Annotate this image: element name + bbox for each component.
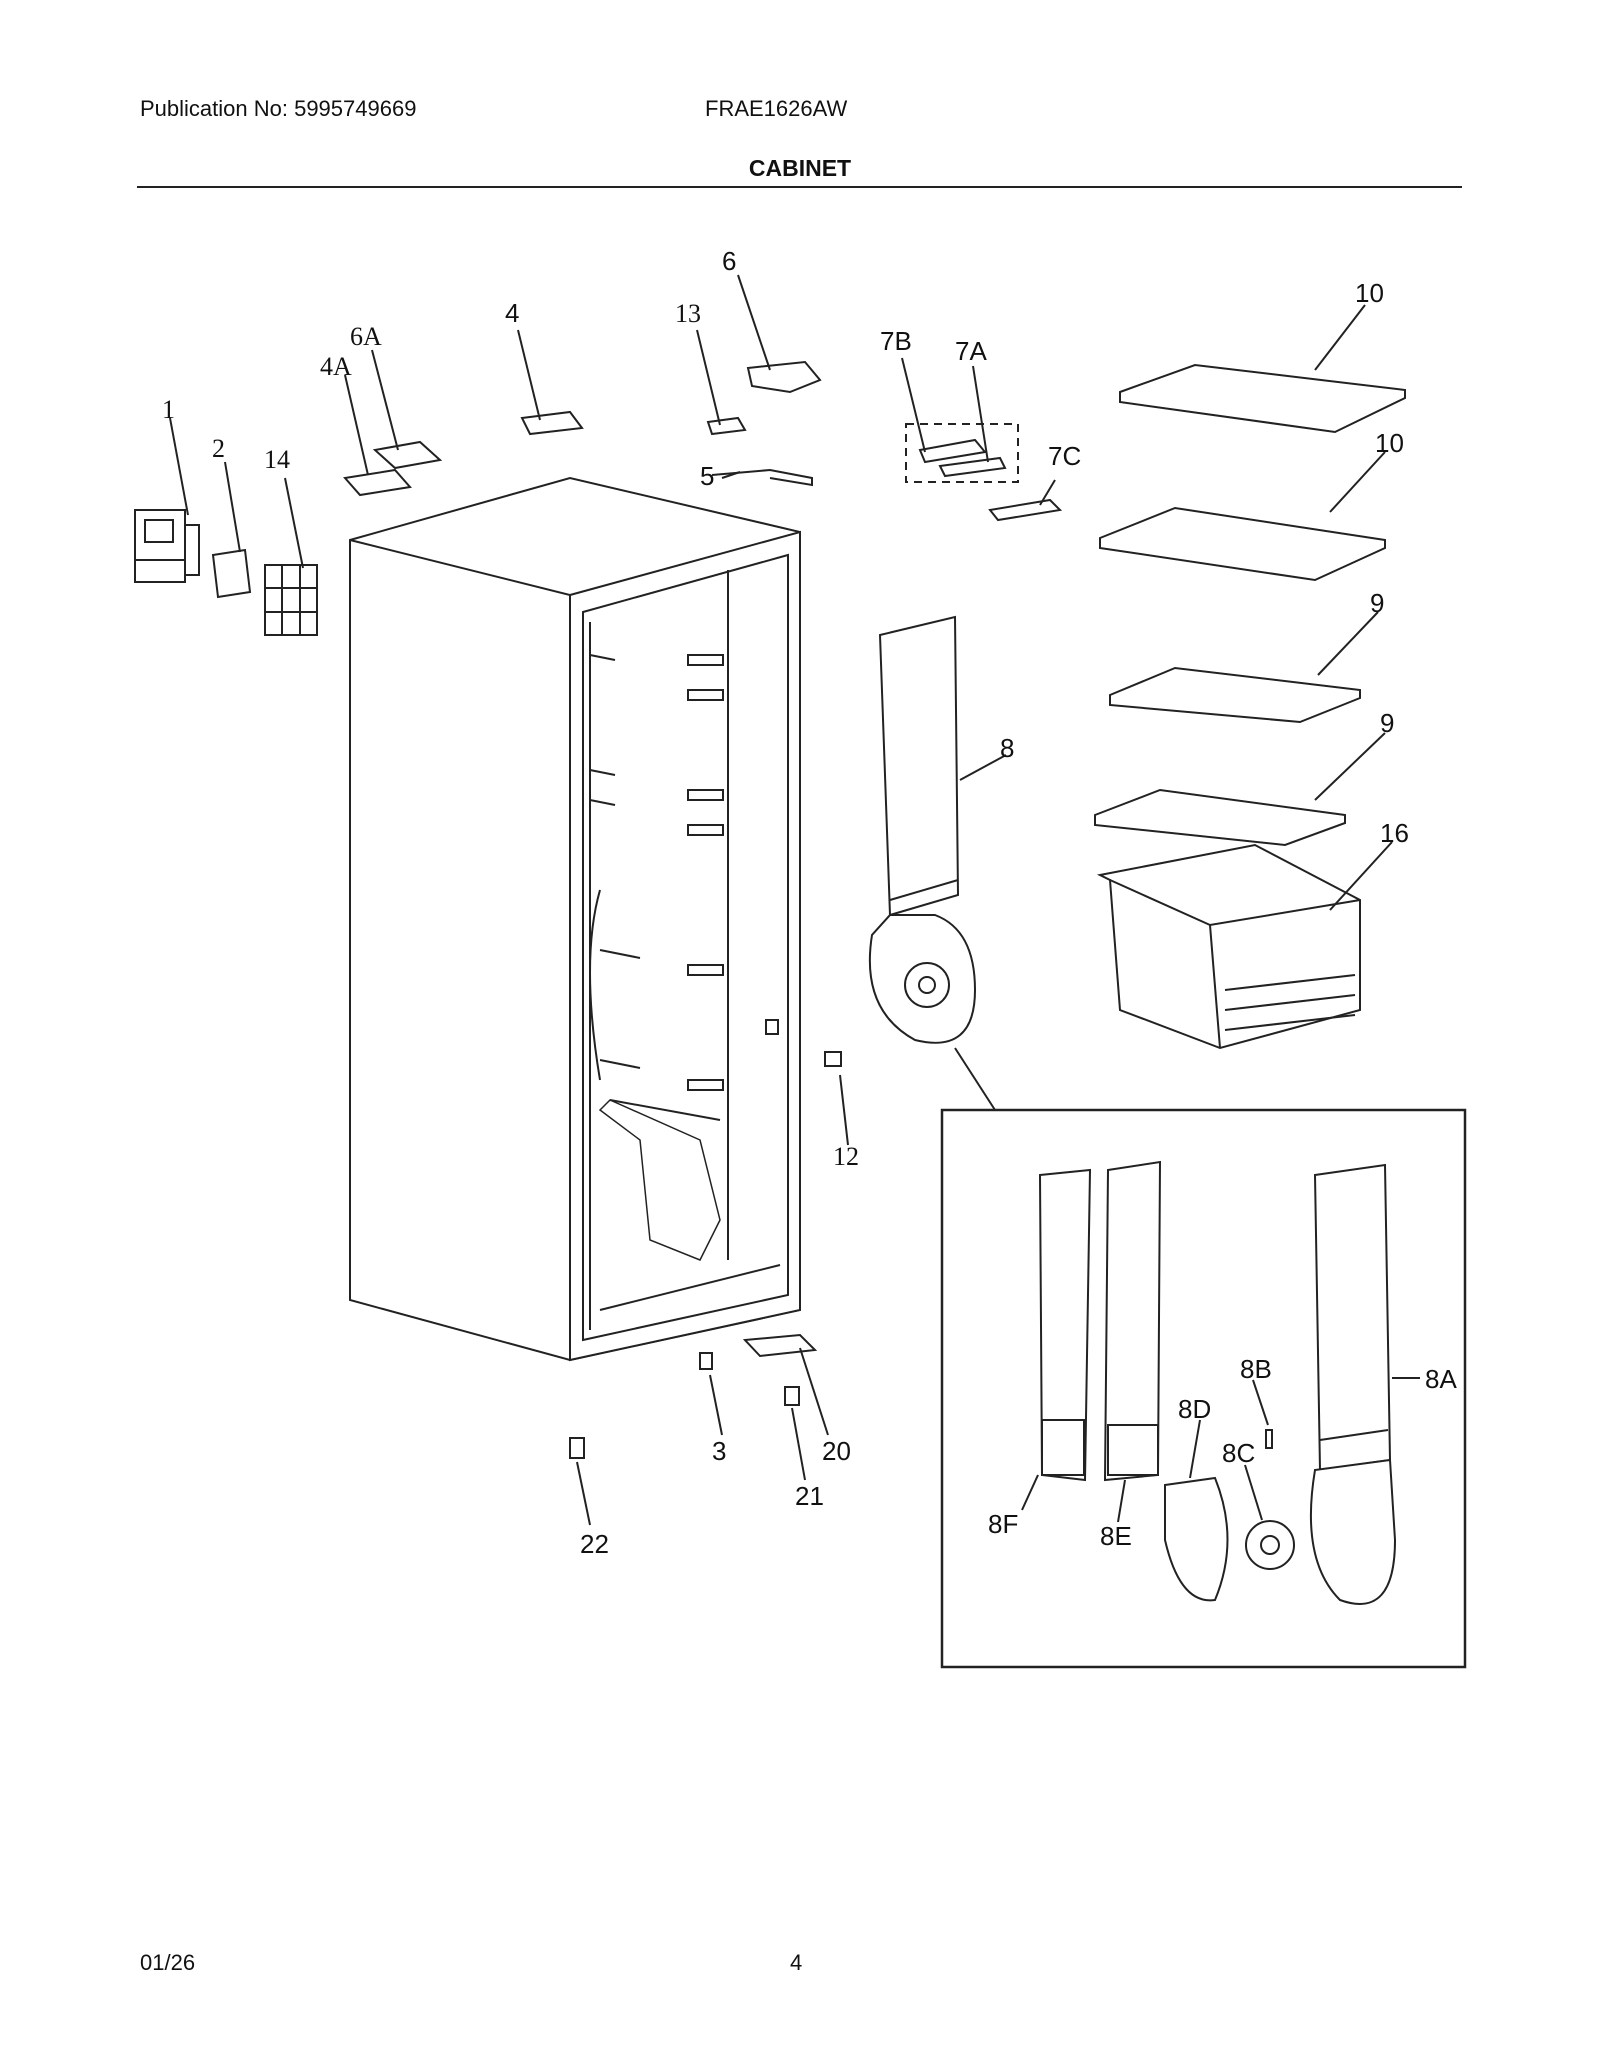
callout-9-lower: 9 [1380, 708, 1394, 738]
callout-5: 5 [700, 461, 714, 491]
callout-4: 4 [505, 298, 519, 328]
part-2-card [211, 548, 252, 599]
callout-10-upper: 10 [1355, 278, 1384, 308]
part-20-hinge [742, 1333, 818, 1358]
part-8F-duct-panel [1038, 1168, 1092, 1482]
callout-8C: 8C [1222, 1438, 1255, 1468]
callout-14: 14 [264, 445, 290, 474]
part-6A-hinge-cover [372, 440, 443, 470]
leader-lines [169, 274, 1393, 1526]
part-10-shelf-upper [1119, 363, 1406, 434]
callout-6A: 6A [350, 322, 382, 351]
part-4A-hinge-cover [343, 468, 412, 497]
publication-number: Publication No: 5995749669 [140, 96, 417, 121]
part-12-clip [824, 1051, 842, 1067]
callout-10-lower: 10 [1375, 428, 1404, 458]
part-16-crisper-bin [1096, 843, 1361, 1050]
callout-9-upper: 9 [1370, 588, 1384, 618]
part-9-shelf-upper [1109, 666, 1361, 724]
callout-4A: 4A [320, 352, 352, 381]
part-8-air-duct [868, 615, 977, 1044]
callout-labels: 1 2 14 4A 6A 4 13 6 5 7B 7A 7C 10 10 9 9… [162, 246, 1457, 1559]
callout-8B: 8B [1240, 1354, 1272, 1384]
callout-3: 3 [712, 1436, 726, 1466]
part-9-shelf-lower [1094, 788, 1346, 847]
callout-12: 12 [833, 1142, 859, 1171]
callout-7A: 7A [955, 336, 987, 366]
part-1-control-housing [134, 509, 200, 583]
part-13-bracket [706, 416, 747, 436]
callout-13: 13 [675, 299, 701, 328]
part-8C-fan [1245, 1520, 1295, 1570]
part-6-hinge [746, 360, 822, 394]
callout-8: 8 [1000, 733, 1014, 763]
part-21-foot [784, 1386, 800, 1406]
callout-8A: 8A [1425, 1364, 1457, 1394]
callout-16: 16 [1380, 818, 1409, 848]
callout-1: 1 [162, 395, 175, 424]
callout-8F: 8F [988, 1509, 1018, 1539]
part-4-hinge-cover [520, 410, 584, 436]
page-number: 4 [790, 1950, 803, 1975]
part-3-leveler [699, 1352, 713, 1370]
part-8D-fan-housing [1164, 1476, 1229, 1602]
callout-2: 2 [212, 434, 225, 463]
callout-21: 21 [795, 1481, 824, 1511]
part-10-shelf-lower [1099, 506, 1386, 582]
part-7C-light-module [988, 498, 1063, 522]
page-title: CABINET [748, 155, 852, 181]
callout-8D: 8D [1178, 1394, 1211, 1424]
part-7B-light-cover [918, 438, 987, 464]
part-8B-shaft [1265, 1429, 1273, 1449]
part-14-filter [264, 564, 318, 636]
part-5-hinge-bracket [711, 468, 813, 487]
callout-8E: 8E [1100, 1521, 1132, 1551]
callout-7B: 7B [880, 326, 912, 356]
callout-20: 20 [822, 1436, 851, 1466]
inset-parts [1021, 1160, 1420, 1605]
cabinet-body [349, 476, 801, 1362]
part-22-foot [569, 1437, 585, 1459]
header-rule [137, 186, 1462, 188]
part-7-dashed-box [905, 423, 1019, 483]
part-7A-lens [938, 456, 1007, 478]
callout-6: 6 [722, 246, 736, 276]
part-8A-duct-housing [1313, 1163, 1392, 1472]
part-8E-duct-panel [1103, 1160, 1162, 1482]
callout-22: 22 [580, 1529, 609, 1559]
callout-7C: 7C [1048, 441, 1081, 471]
model-number: FRAE1626AW [705, 96, 848, 121]
footer-date: 01/26 [140, 1950, 196, 1975]
inset-detail-box [940, 1108, 1467, 1669]
